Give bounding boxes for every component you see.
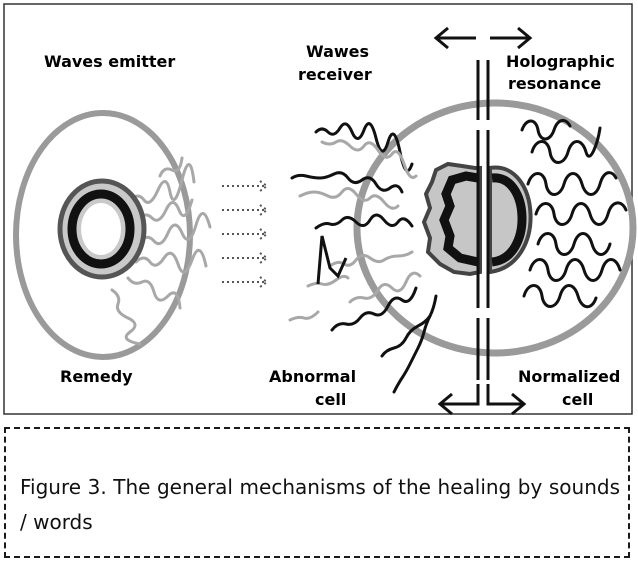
label-remedy: Remedy [60, 367, 133, 386]
label-normalized-line2: cell [562, 390, 593, 409]
divider-gap-bottom [475, 308, 491, 318]
label-wawes-receiver-line1: Wawes [306, 42, 369, 61]
label-abnormal-line1: Abnormal [269, 367, 356, 386]
divider-gap-top [475, 120, 491, 130]
label-abnormal-line2: cell [315, 390, 346, 409]
remedy-core-center [81, 203, 121, 255]
caption-box: Figure 3. The general mechanisms of the … [4, 427, 630, 558]
label-wawes-receiver-line2: receiver [298, 65, 372, 84]
figure-caption: Figure 3. The general mechanisms of the … [20, 470, 620, 540]
label-holographic-line2: resonance [508, 74, 601, 93]
label-normalized-line1: Normalized [518, 367, 620, 386]
label-waves-emitter: Waves emitter [44, 52, 175, 71]
label-holographic-line1: Holographic [506, 52, 615, 71]
